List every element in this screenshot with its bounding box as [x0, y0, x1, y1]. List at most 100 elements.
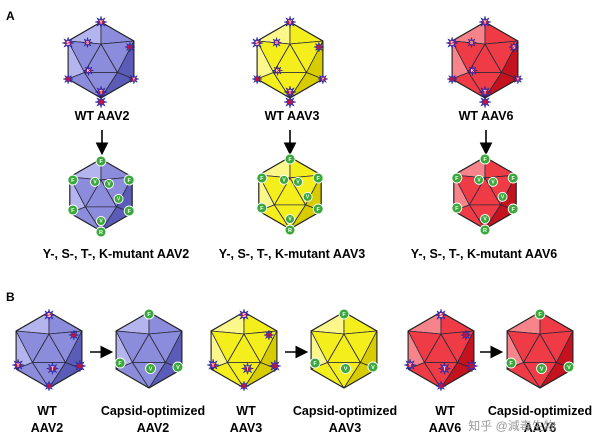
mutant-aav6-label: Y-, S-, T-, K-mutant AAV6	[411, 247, 558, 261]
svg-text:V: V	[491, 180, 495, 186]
svg-text:V: V	[306, 195, 310, 201]
b-optimized-aav3-capsid: F F V V	[309, 308, 379, 389]
wt-aav2-label: WT AAV2	[75, 109, 130, 123]
svg-text:F: F	[342, 312, 346, 318]
svg-text:F: F	[509, 361, 513, 367]
svg-text:V: V	[371, 365, 375, 371]
svg-text:F: F	[288, 157, 292, 163]
svg-text:S: S	[255, 41, 259, 47]
svg-text:T: T	[51, 366, 55, 372]
mutant-aav3-label: Y-, S-, T-, K-mutant AAV3	[219, 247, 366, 261]
svg-text:F: F	[483, 157, 487, 163]
svg-text:V: V	[288, 217, 292, 223]
svg-text:R: R	[288, 228, 292, 234]
svg-text:F: F	[455, 206, 459, 212]
svg-text:F: F	[118, 361, 122, 367]
svg-text:K: K	[471, 68, 475, 73]
b-label-2-line2: AAV2	[137, 421, 169, 435]
svg-text:S: S	[86, 40, 89, 45]
b-optimized-aav2-capsid: F F V V	[114, 308, 184, 389]
svg-text:S: S	[439, 313, 443, 319]
svg-text:S: S	[66, 41, 70, 47]
svg-text:F: F	[260, 206, 264, 212]
svg-text:Y: Y	[288, 20, 292, 26]
panel-b-letter: B	[6, 290, 15, 304]
b-label-3-line1: WT	[236, 404, 256, 418]
svg-text:S: S	[275, 40, 278, 45]
svg-text:T: T	[483, 90, 487, 96]
b-wt-aav3-capsid: S Y T	[206, 308, 282, 392]
b-label-4-line2: AAV3	[329, 421, 361, 435]
svg-text:T: T	[443, 366, 447, 372]
b-label-1-line2: AAV2	[31, 421, 63, 435]
b-label-5-line2: AAV6	[429, 421, 461, 435]
svg-text:Y: Y	[99, 20, 103, 26]
svg-text:V: V	[296, 180, 300, 186]
svg-text:V: V	[483, 217, 487, 223]
svg-text:V: V	[107, 182, 111, 188]
svg-text:F: F	[455, 176, 459, 182]
svg-text:F: F	[147, 312, 151, 318]
b-label-6-line2: AAV6	[524, 421, 556, 435]
svg-text:V: V	[344, 366, 348, 372]
panel-a-letter: A	[6, 9, 15, 23]
svg-text:Y: Y	[321, 77, 324, 82]
svg-text:F: F	[316, 176, 320, 182]
svg-text:S: S	[512, 45, 515, 50]
svg-text:Y: Y	[483, 20, 487, 26]
svg-text:V: V	[93, 180, 97, 186]
mutant-aav2-label: Y-, S-, T-, K-mutant AAV2	[43, 247, 190, 261]
svg-text:V: V	[99, 219, 103, 225]
svg-text:S: S	[470, 40, 473, 45]
svg-text:V: V	[117, 197, 121, 203]
svg-text:F: F	[71, 208, 75, 214]
svg-text:T: T	[99, 90, 103, 96]
b-wt-aav6-capsid: SYT	[403, 308, 479, 392]
svg-text:Y: Y	[211, 363, 215, 369]
svg-text:F: F	[316, 207, 320, 213]
svg-text:F: F	[99, 159, 103, 165]
svg-text:V: V	[477, 178, 481, 184]
svg-text:F: F	[511, 207, 515, 213]
svg-text:V: V	[540, 366, 544, 372]
svg-text:V: V	[282, 178, 286, 184]
b-label-4-line1: Capsid-optimized	[293, 404, 397, 418]
svg-text:K: K	[276, 68, 280, 73]
svg-text:F: F	[313, 361, 317, 367]
svg-text:R: R	[483, 228, 487, 234]
svg-text:Y: Y	[16, 363, 20, 369]
b-label-5-line1: WT	[435, 404, 455, 418]
svg-text:Y: Y	[132, 77, 135, 82]
wt-aav3-capsid: Y S S Y K T	[250, 15, 329, 109]
b-label-1-line1: WT	[37, 404, 57, 418]
b-label-2-line1: Capsid-optimized	[101, 404, 205, 418]
svg-text:S: S	[450, 41, 454, 47]
svg-text:F: F	[260, 176, 264, 182]
svg-text:V: V	[567, 365, 571, 371]
svg-text:S: S	[242, 313, 246, 319]
svg-text:K: K	[87, 68, 91, 73]
watermark-text: 知乎 @減毒生物	[468, 418, 556, 433]
wt-aav2-capsid: Y S S Y K T	[61, 15, 140, 109]
wt-aav3-label: WT AAV3	[265, 109, 320, 123]
svg-text:F: F	[511, 176, 515, 182]
svg-text:F: F	[71, 178, 75, 184]
svg-text:V: V	[149, 366, 153, 372]
b-wt-aav2-capsid: S Y T	[11, 308, 87, 392]
svg-text:T: T	[246, 366, 250, 372]
svg-text:S: S	[47, 313, 51, 319]
svg-text:F: F	[127, 178, 131, 184]
svg-text:T: T	[288, 90, 292, 96]
wt-aav6-capsid: Y S S S Y K T	[445, 15, 524, 109]
b-label-3-line2: AAV3	[230, 421, 262, 435]
svg-text:R: R	[99, 230, 103, 236]
svg-text:V: V	[176, 365, 180, 371]
wt-aav6-label: WT AAV6	[459, 109, 514, 123]
svg-text:Y: Y	[516, 77, 519, 82]
svg-text:F: F	[127, 209, 131, 215]
